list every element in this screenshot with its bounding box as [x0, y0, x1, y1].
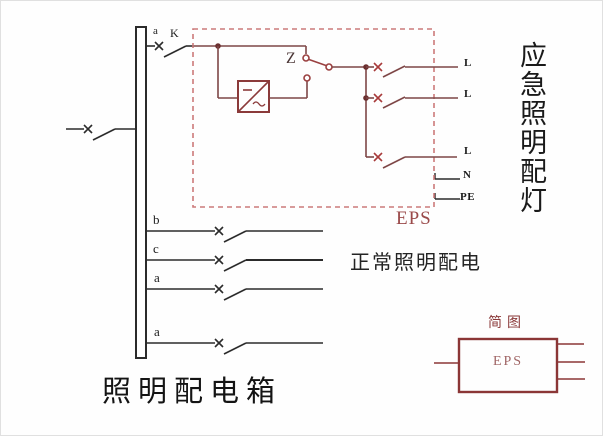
terminal-label-l2: L [464, 88, 472, 100]
eps-internal-circuit [194, 43, 458, 169]
simple-diagram-caption: 简图 [488, 316, 526, 331]
breaker-cross-icon [373, 62, 383, 72]
switch-blade [308, 58, 327, 67]
busbar [135, 26, 147, 359]
black-circuit [66, 26, 460, 359]
feeder-breaker-k [146, 41, 194, 58]
breaker-cross-icon [214, 226, 224, 236]
breaker-blade [382, 65, 406, 78]
ac-wave-icon [252, 101, 266, 107]
branch-label-a1: a [154, 270, 160, 285]
terminal-label-n: N [463, 169, 472, 181]
branch-breaker-b [146, 226, 323, 243]
breaker-cross-icon [214, 338, 224, 348]
transfer-switch-label: Z [286, 50, 296, 67]
output-breaker-2 [366, 93, 458, 109]
breaker-blade [163, 45, 187, 58]
breaker-cross-icon [154, 41, 164, 51]
throw-contact-top [302, 54, 310, 62]
breaker-cross-icon [373, 93, 383, 103]
breaker-blade [223, 342, 247, 355]
branch-breaker-a1 [146, 284, 323, 301]
throw-contact-bottom [303, 74, 311, 82]
transfer-switch-z [302, 46, 333, 98]
neutral-terminal-line [434, 173, 460, 180]
simple-eps-box [457, 337, 559, 394]
simple-eps-box-label: EPS [492, 354, 524, 369]
breaker-cross-icon [373, 152, 383, 162]
incoming-breaker [66, 124, 136, 141]
branch-breaker-a2 [146, 338, 323, 355]
terminal-label-l1: L [464, 57, 472, 69]
feeder-phase-label: a [153, 25, 158, 37]
common-contact [325, 63, 333, 71]
breaker-cross-icon [214, 255, 224, 265]
breaker-blade [223, 259, 247, 272]
eps-dashed-boundary [192, 28, 435, 208]
terminal-label-pe: PE [460, 191, 476, 203]
breaker-cross-icon [214, 284, 224, 294]
breaker-blade [223, 230, 247, 243]
branch-label-b: b [153, 212, 160, 227]
eps-box-label: EPS [396, 208, 432, 229]
breaker-blade [382, 156, 406, 169]
branch-breaker-c [146, 255, 323, 272]
inverter-symbol [237, 80, 270, 113]
simple-output-leads [557, 343, 585, 380]
breaker-blade [223, 288, 247, 301]
emergency-lighting-title: 应急照明配灯 [516, 41, 546, 215]
branch-label-c: c [153, 241, 159, 256]
normal-lighting-caption: 正常照明配电 [350, 252, 482, 274]
feeder-switch-label: K [170, 26, 179, 40]
simple-eps-diagram [434, 337, 585, 394]
pe-terminal-line [434, 193, 460, 200]
breaker-blade [92, 128, 116, 141]
output-breaker-3 [366, 152, 457, 169]
panel-title: 照明配电箱 [102, 376, 283, 408]
breaker-blade [382, 96, 406, 109]
terminal-label-l3: L [464, 145, 472, 157]
output-breaker-1 [366, 62, 458, 78]
breaker-cross-icon [83, 124, 93, 134]
branch-label-a2: a [154, 324, 160, 339]
